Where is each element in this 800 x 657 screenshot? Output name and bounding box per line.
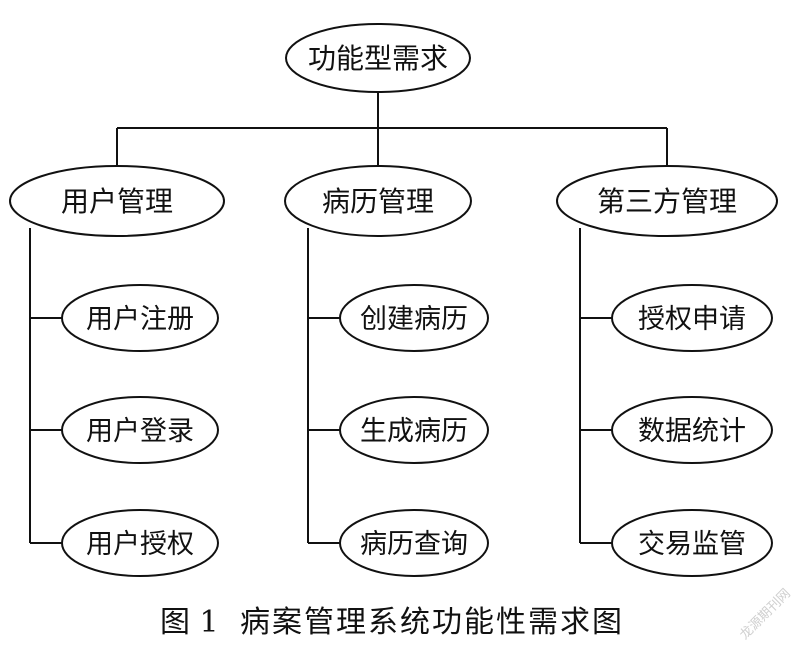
leaf-label: 生成病历 <box>360 416 468 447</box>
figure-caption: 病案管理系统功能性需求图 <box>240 605 624 640</box>
branch-node-user: 用户管理 <box>9 165 225 237</box>
leaf-node: 用户登录 <box>61 396 219 464</box>
branch-node-third: 第三方管理 <box>556 165 778 237</box>
leaf-label: 病历查询 <box>360 529 468 560</box>
leaf-ellipse <box>61 509 219 577</box>
figure-number: 图 1 <box>160 605 219 640</box>
leaf-node: 用户注册 <box>61 284 219 352</box>
leaf-ellipse <box>611 284 773 352</box>
leaf-node: 数据统计 <box>611 396 773 464</box>
watermark: 龙源期刊网 <box>737 586 794 643</box>
leaf-node: 创建病历 <box>339 284 489 352</box>
leaf-node: 授权申请 <box>611 284 773 352</box>
leaf-label: 交易监管 <box>638 529 746 560</box>
branch-label: 用户管理 <box>61 185 173 218</box>
leaf-node: 用户授权 <box>61 509 219 577</box>
leaf-node: 病历查询 <box>339 509 489 577</box>
leaf-ellipse <box>611 509 773 577</box>
leaf-label: 用户授权 <box>86 529 194 560</box>
leaf-ellipse <box>61 396 219 464</box>
leaf-node: 生成病历 <box>339 396 489 464</box>
leaf-label: 数据统计 <box>638 416 746 447</box>
leaf-label: 用户注册 <box>86 304 194 335</box>
connectors <box>29 92 668 544</box>
root-ellipse <box>285 23 471 93</box>
leaf-node: 交易监管 <box>611 509 773 577</box>
leaf-label: 创建病历 <box>360 304 468 335</box>
branch-label: 病历管理 <box>322 185 434 218</box>
branch-ellipse <box>556 165 778 237</box>
branch-ellipse <box>9 165 225 237</box>
leaf-label: 授权申请 <box>638 304 746 335</box>
branch-node-record: 病历管理 <box>284 165 472 237</box>
leaf-ellipse <box>61 284 219 352</box>
root-label: 功能型需求 <box>308 42 448 75</box>
branch-ellipse <box>284 165 472 237</box>
leaf-ellipse <box>611 396 773 464</box>
root-node: 功能型需求 <box>285 23 471 93</box>
leaf-label: 用户登录 <box>86 416 194 447</box>
branch-label: 第三方管理 <box>597 185 737 218</box>
leaf-ellipse <box>339 284 489 352</box>
leaf-ellipse <box>339 509 489 577</box>
leaf-ellipse <box>339 396 489 464</box>
